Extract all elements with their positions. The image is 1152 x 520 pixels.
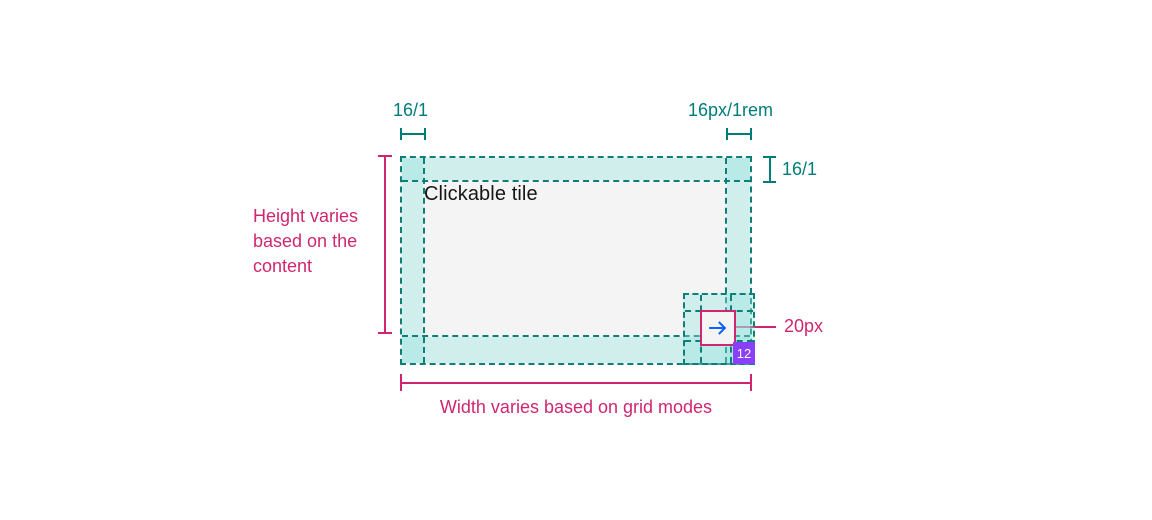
padding-guide-line (402, 180, 750, 182)
padding-highlight-top (402, 158, 750, 180)
padding-top-left-label: 16/1 (393, 100, 429, 120)
padding-guide-line (402, 335, 750, 337)
width-measure-line (400, 374, 752, 391)
padding-right-measure-beam (763, 156, 776, 183)
padding-top-right-label: 16px/1rem (688, 100, 774, 120)
padding-top-left-measure-bracket (400, 128, 426, 140)
width-note: Width varies based on grid modes (439, 397, 713, 417)
size-badge: 12 (733, 342, 755, 364)
clickable-tile: Clickable tile 12 (400, 156, 755, 365)
tile-title: Clickable tile (424, 183, 538, 205)
height-note: Height varies based on the content (253, 204, 358, 279)
icon-bounding-box (700, 310, 736, 346)
padding-highlight-left (402, 158, 423, 363)
height-note-line: based on the (253, 231, 358, 251)
padding-guide-line (423, 158, 425, 363)
icon-size-leader-line (734, 326, 776, 328)
icon-size-label: 20px (784, 316, 824, 336)
height-note-line: Height varies (253, 206, 359, 226)
arrow-right-icon (709, 321, 727, 335)
padding-top-right-measure-bracket (726, 128, 752, 140)
padding-guide-line (725, 158, 727, 363)
height-measure-line (378, 155, 392, 334)
height-note-line: content (253, 256, 313, 276)
padding-right-label: 16/1 (782, 159, 818, 179)
